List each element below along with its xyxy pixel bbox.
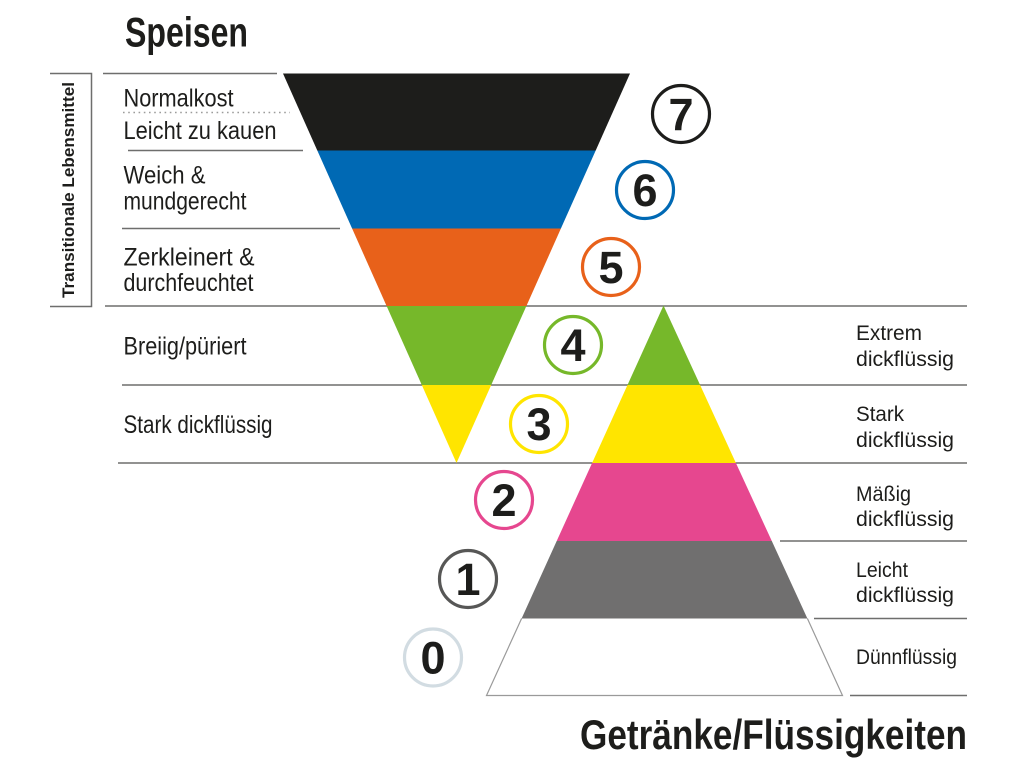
food-label-leicht-zu-kauen: Leicht zu kauen	[124, 117, 277, 145]
level-badge-4: 4	[542, 314, 604, 376]
food-label-normalkost: Normalkost	[124, 85, 234, 113]
food-label-zerkleinert-line2: durchfeuchtet	[124, 269, 254, 297]
food-band-level-6	[317, 150, 596, 229]
drink-label-leicht-line2: dickflüssig	[856, 584, 954, 607]
level-7-number: 7	[668, 89, 693, 140]
level-badge-2: 2	[473, 469, 535, 531]
drink-band-level-4	[627, 305, 701, 385]
level-6-circle	[614, 159, 676, 221]
level-5-number: 5	[598, 242, 623, 293]
drink-label-duennfluessig: Dünnflüssig	[856, 646, 957, 669]
level-2-number: 2	[491, 475, 516, 526]
drink-band-level-0	[486, 618, 843, 696]
drinks-title: Getränke/Flüssigkeiten	[580, 711, 967, 758]
level-0-circle	[402, 627, 464, 688]
level-badge-7: 7	[650, 83, 712, 145]
drink-band-level-2	[556, 463, 772, 541]
food-label-weich-line2: mundgerecht	[124, 188, 247, 216]
transitional-foods-bracket	[50, 72, 93, 308]
food-label-stark-dickfluessig: Stark dickflüssig	[124, 411, 273, 439]
level-badge-3: 3	[508, 393, 570, 455]
level-6-number: 6	[632, 165, 657, 216]
drink-label-stark-line1: Stark	[856, 403, 904, 426]
drink-label-stark-line2: dickflüssig	[856, 429, 954, 452]
level-0-number: 0	[420, 633, 445, 684]
food-band-level-4	[386, 306, 527, 385]
food-label-breiig-pueriert: Breiig/püriert	[124, 333, 247, 361]
level-2-circle	[473, 469, 535, 531]
level-badge-6: 6	[614, 159, 676, 221]
level-badge-5: 5	[580, 236, 642, 298]
level-badge-1: 1	[437, 548, 499, 610]
transitional-foods-label: Transitionale Lebensmittel	[59, 82, 78, 298]
level-1-circle	[437, 548, 499, 610]
drink-band-level-3	[592, 385, 736, 463]
drink-label-extrem-line1: Extrem	[856, 322, 922, 345]
level-5-circle	[580, 236, 642, 298]
drinks-pyramid	[485, 305, 844, 697]
level-1-number: 1	[455, 554, 480, 605]
level-3-circle	[508, 393, 570, 455]
drink-label-leicht-line1: Leicht	[856, 559, 908, 582]
drink-label-maessig-line2: dickflüssig	[856, 508, 954, 531]
level-3-number: 3	[526, 399, 551, 450]
level-7-circle	[650, 83, 712, 145]
level-4-circle	[542, 314, 604, 376]
level-4-number: 4	[560, 320, 585, 371]
drink-band-level-1	[521, 541, 808, 619]
food-pyramid	[283, 73, 630, 463]
food-band-level-7	[283, 73, 630, 151]
food-title: Speisen	[125, 9, 248, 56]
level-badge-0: 0	[402, 627, 464, 688]
drink-label-maessig-line1: Mäßig	[856, 483, 911, 506]
food-band-level-3	[421, 385, 492, 463]
food-band-level-5	[352, 228, 561, 306]
drink-band-level-0-outline	[485, 618, 844, 697]
food-label-zerkleinert-line1: Zerkleinert &	[124, 244, 255, 272]
drink-label-extrem-line2: dickflüssig	[856, 348, 954, 371]
food-label-weich-line1: Weich &	[124, 162, 206, 190]
